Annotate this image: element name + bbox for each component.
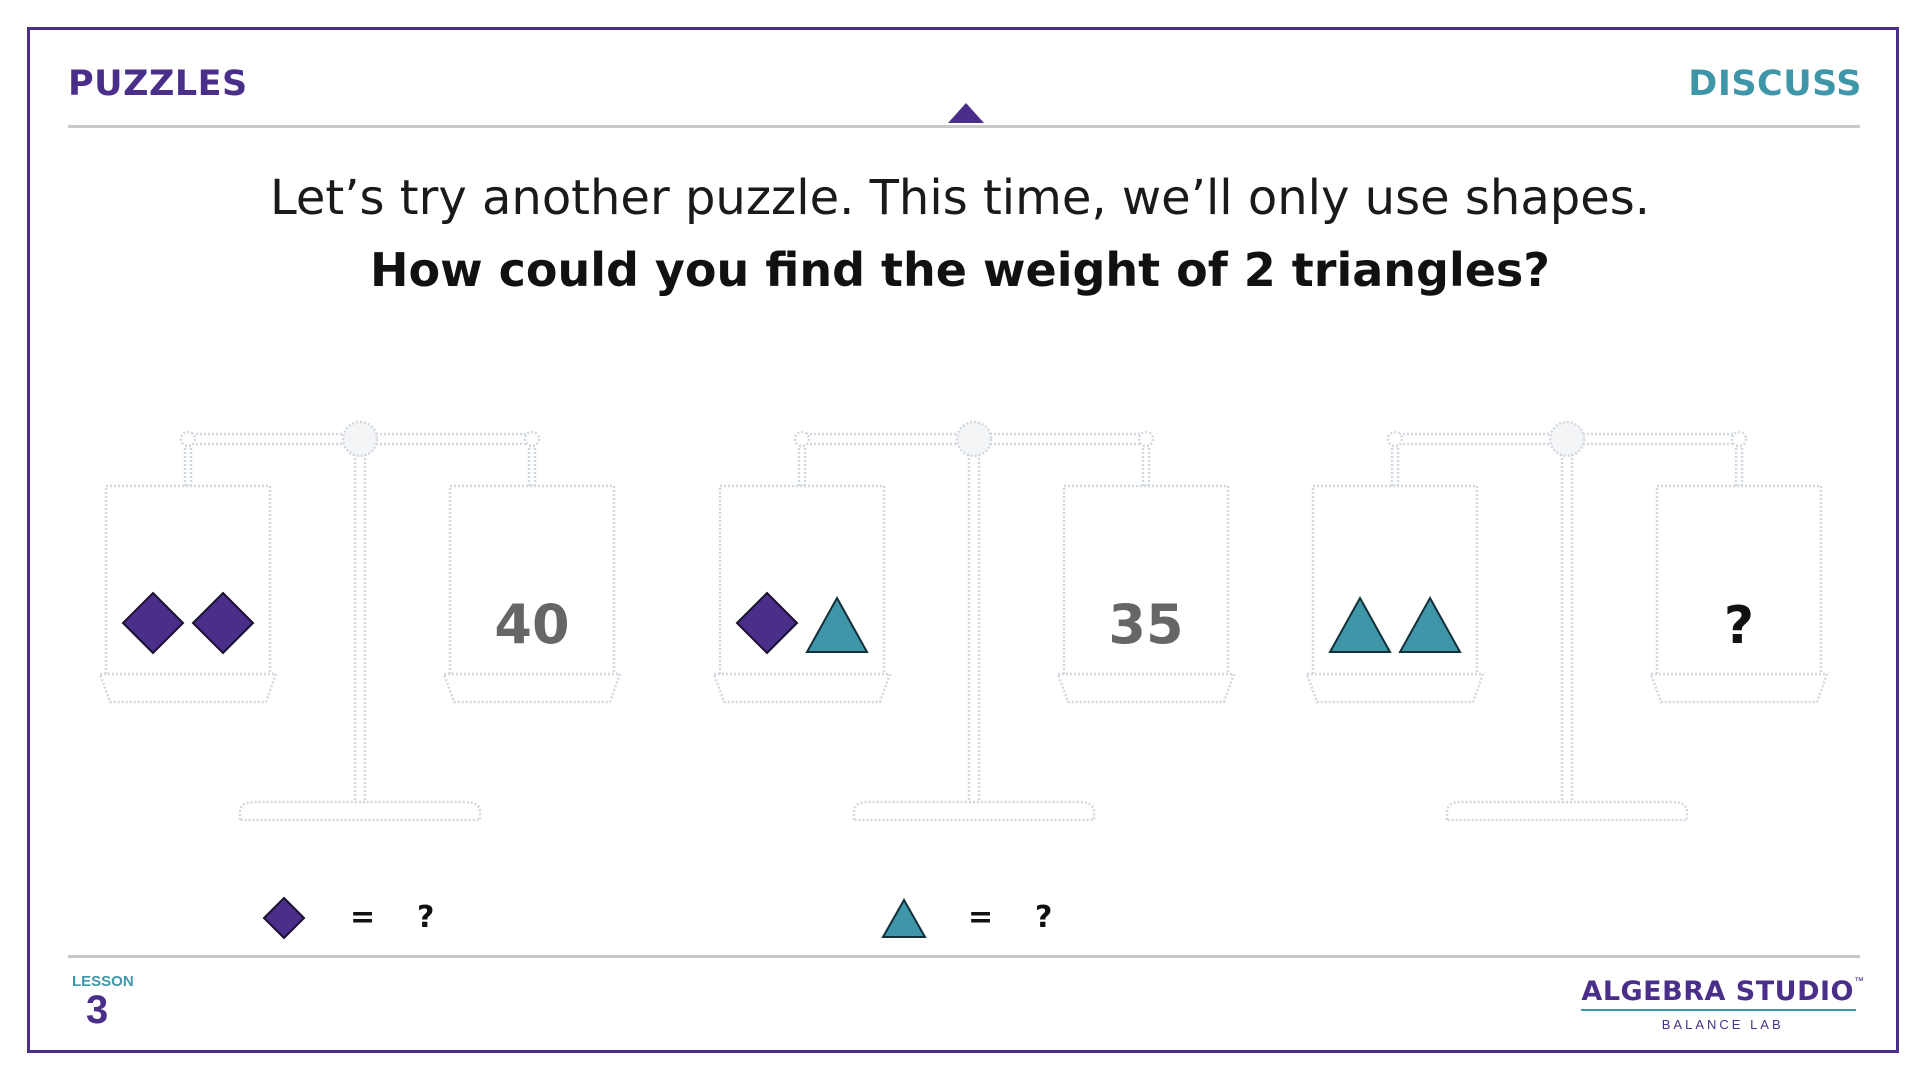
brand-subtitle: BALANCE LAB xyxy=(1661,1017,1784,1032)
divider-marker-icon xyxy=(948,103,984,123)
legend-triangle-value: ? xyxy=(1035,900,1053,935)
right-pan-value: ? xyxy=(1724,596,1754,656)
right-pan-box xyxy=(1655,484,1823,676)
section-label-puzzles: PUZZLES xyxy=(68,64,248,104)
right-pan-box xyxy=(1062,484,1230,676)
scale-pan xyxy=(1649,672,1829,704)
scale-base xyxy=(1445,800,1689,822)
balance-scale: ? xyxy=(1305,420,1829,822)
brand-logo: ALGEBRA STUDIO™ BALANCE LAB xyxy=(1581,976,1864,1032)
triangle-icon xyxy=(1328,595,1392,653)
slide-frame xyxy=(27,27,1899,1053)
legend-triangle-icon xyxy=(881,897,927,938)
triangle-icon xyxy=(805,595,869,653)
scale-beam-end xyxy=(1386,430,1404,448)
balance-scale: 35 xyxy=(712,420,1236,822)
legend-diamond-equals: = xyxy=(350,900,376,935)
lesson-label: LESSON xyxy=(72,973,134,990)
scale-pan xyxy=(1305,672,1485,704)
balance-scale: 40 xyxy=(98,420,622,822)
triangle-icon xyxy=(1398,595,1462,653)
scale-beam-end xyxy=(1730,430,1748,448)
scale-beam-end xyxy=(1137,430,1155,448)
section-label-discuss: DISCUSS xyxy=(1688,64,1862,104)
scale-pan xyxy=(98,672,278,704)
question-prompt: How could you find the weight of 2 trian… xyxy=(369,243,1550,297)
scale-pivot xyxy=(955,420,993,458)
legend-diamond-icon xyxy=(262,896,306,940)
brand-name: ALGEBRA STUDIO xyxy=(1581,976,1854,1007)
diamond-icon xyxy=(121,591,185,655)
question-intro: Let’s try another puzzle. This time, we’… xyxy=(269,170,1651,226)
footer-divider xyxy=(68,955,1860,958)
scale-beam-end xyxy=(793,430,811,448)
legend-diamond-value: ? xyxy=(417,900,435,935)
scale-pan xyxy=(442,672,622,704)
scale-base xyxy=(852,800,1096,822)
brand-underline xyxy=(1581,1009,1856,1011)
right-pan-value: 40 xyxy=(494,593,569,656)
brand-trademark: ™ xyxy=(1854,976,1864,987)
scale-pivot xyxy=(341,420,379,458)
right-pan-box xyxy=(448,484,616,676)
scale-pivot xyxy=(1548,420,1586,458)
scale-pan xyxy=(1056,672,1236,704)
diamond-icon xyxy=(735,591,799,655)
legend-triangle-equals: = xyxy=(968,900,994,935)
header-divider xyxy=(68,125,1860,128)
scale-beam-end xyxy=(179,430,197,448)
scale-beam-end xyxy=(523,430,541,448)
right-pan-value: 35 xyxy=(1108,593,1183,656)
scale-pan xyxy=(712,672,892,704)
scale-base xyxy=(238,800,482,822)
lesson-number: 3 xyxy=(86,988,109,1032)
diamond-icon xyxy=(191,591,255,655)
